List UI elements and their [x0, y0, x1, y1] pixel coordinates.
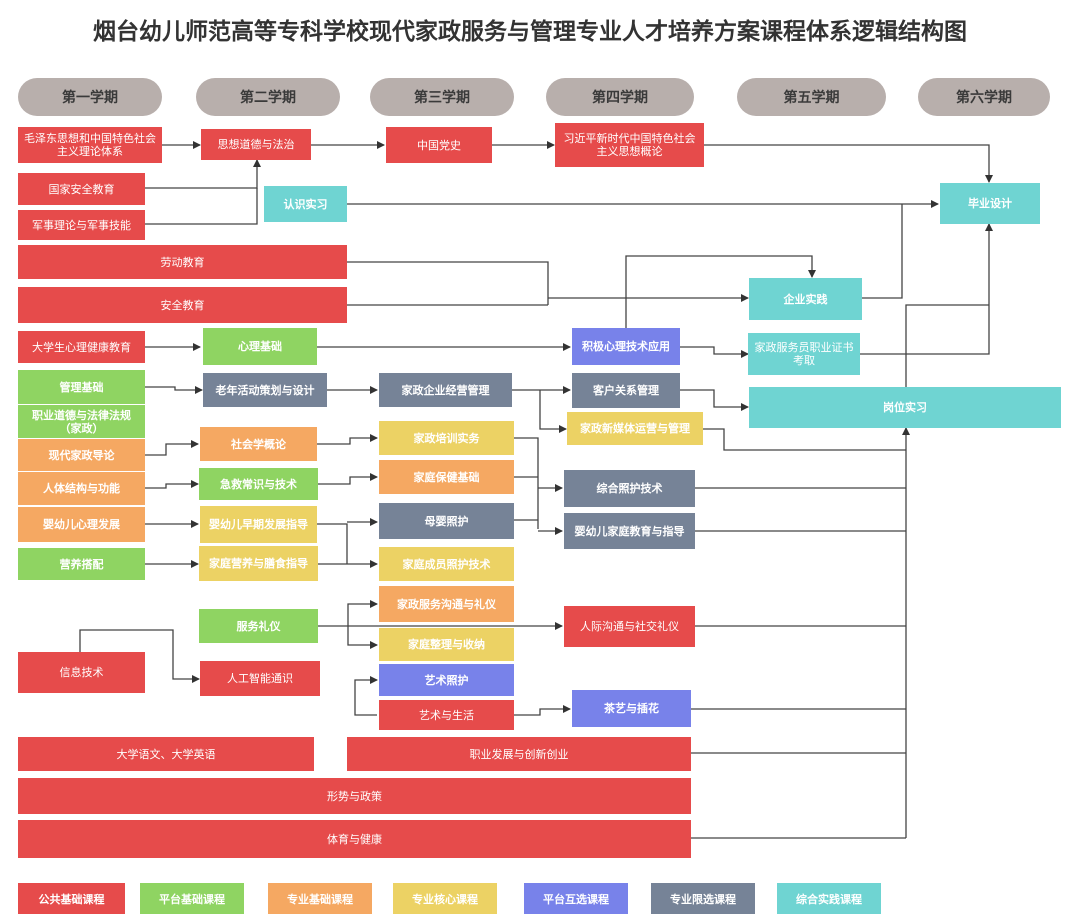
course-mao-theory: 毛泽东思想和中国特色社会主义理论体系 — [18, 127, 162, 163]
course-labor-education: 劳动教育 — [18, 245, 347, 279]
course-graduation-design: 毕业设计 — [940, 183, 1040, 224]
semester-header-2: 第二学期 — [196, 78, 340, 116]
course-national-security: 国家安全教育 — [18, 173, 145, 205]
course-ideology-law: 思想道德与法治 — [201, 129, 311, 160]
course-sociology: 社会学概论 — [200, 427, 317, 461]
course-art-care: 艺术照护 — [379, 664, 514, 696]
course-post-internship: 岗位实习 — [749, 387, 1061, 428]
course-early-development: 婴幼儿早期发展指导 — [200, 506, 317, 543]
legend-major-core: 专业核心课程 — [393, 883, 497, 914]
semester-header-1: 第一学期 — [18, 78, 162, 116]
semester-header-4: 第四学期 — [546, 78, 694, 116]
semester-header-6: 第六学期 — [918, 78, 1050, 116]
course-infant-psychology: 婴幼儿心理发展 — [18, 507, 145, 542]
course-party-history: 中国党史 — [386, 127, 492, 163]
course-maternal-infant-care: 母婴照护 — [379, 503, 514, 539]
course-interpersonal: 人际沟通与社交礼仪 — [564, 606, 695, 647]
course-comprehensive-care: 综合照护技术 — [564, 470, 695, 507]
course-enterprise-management: 家政企业经营管理 — [379, 373, 512, 407]
course-sports-health: 体育与健康 — [18, 820, 691, 858]
course-military: 军事理论与军事技能 — [18, 210, 145, 240]
course-elderly-activity: 老年活动策划与设计 — [203, 373, 327, 407]
diagram-title: 烟台幼儿师范高等专科学校现代家政服务与管理专业人才培养方案课程体系逻辑结构图 — [93, 19, 967, 45]
course-enterprise-practice: 企业实践 — [749, 278, 862, 320]
legend-major-limited-elective: 专业限选课程 — [651, 883, 755, 914]
course-information-technology: 信息技术 — [18, 652, 145, 693]
course-customer-relations: 客户关系管理 — [572, 373, 680, 408]
course-human-anatomy: 人体结构与功能 — [18, 472, 145, 505]
course-family-health: 家庭保健基础 — [379, 460, 514, 494]
course-first-aid: 急救常识与技术 — [199, 468, 318, 500]
course-cognition-internship: 认识实习 — [264, 186, 347, 222]
course-ethics-law: 职业道德与法律法规（家政） — [18, 405, 145, 438]
course-mental-health: 大学生心理健康教育 — [18, 331, 145, 363]
course-management-basics: 管理基础 — [18, 370, 145, 404]
course-training-practice: 家政培训实务 — [379, 421, 514, 455]
course-modern-housekeeping: 现代家政导论 — [18, 439, 145, 471]
course-service-etiquette: 服务礼仪 — [199, 609, 318, 643]
course-positive-psychology: 积极心理技术应用 — [572, 328, 680, 365]
legend-platform-elective: 平台互选课程 — [524, 883, 628, 914]
semester-header-5: 第五学期 — [737, 78, 886, 116]
course-diet-guidance: 家庭营养与膳食指导 — [199, 546, 318, 581]
course-art-life: 艺术与生活 — [379, 700, 514, 730]
course-ai-literacy: 人工智能通识 — [200, 661, 320, 696]
course-xjp-thought: 习近平新时代中国特色社会主义思想概论 — [555, 123, 704, 167]
course-situation-policy: 形势与政策 — [18, 778, 691, 814]
course-safety-education: 安全教育 — [18, 287, 347, 323]
course-career-innovation: 职业发展与创新创业 — [347, 737, 691, 771]
course-certificate: 家政服务员职业证书考取 — [748, 333, 860, 375]
legend-major-basic: 专业基础课程 — [268, 883, 372, 914]
legend-public-basic: 公共基础课程 — [18, 883, 125, 914]
course-new-media: 家政新媒体运营与管理 — [567, 412, 703, 445]
legend-platform-basic: 平台基础课程 — [140, 883, 244, 914]
semester-header-3: 第三学期 — [370, 78, 514, 116]
legend-integrated-practice: 综合实践课程 — [777, 883, 881, 914]
course-family-education: 婴幼儿家庭教育与指导 — [564, 513, 695, 549]
course-service-communication: 家政服务沟通与礼仪 — [379, 586, 514, 622]
course-nutrition-pairing: 营养搭配 — [18, 548, 145, 580]
course-psychology-basics: 心理基础 — [203, 328, 317, 365]
course-organizing-storage: 家庭整理与收纳 — [379, 628, 514, 661]
course-tea-flower: 茶艺与插花 — [572, 690, 691, 727]
course-family-member-care: 家庭成员照护技术 — [379, 547, 514, 581]
course-chinese-english: 大学语文、大学英语 — [18, 737, 314, 771]
